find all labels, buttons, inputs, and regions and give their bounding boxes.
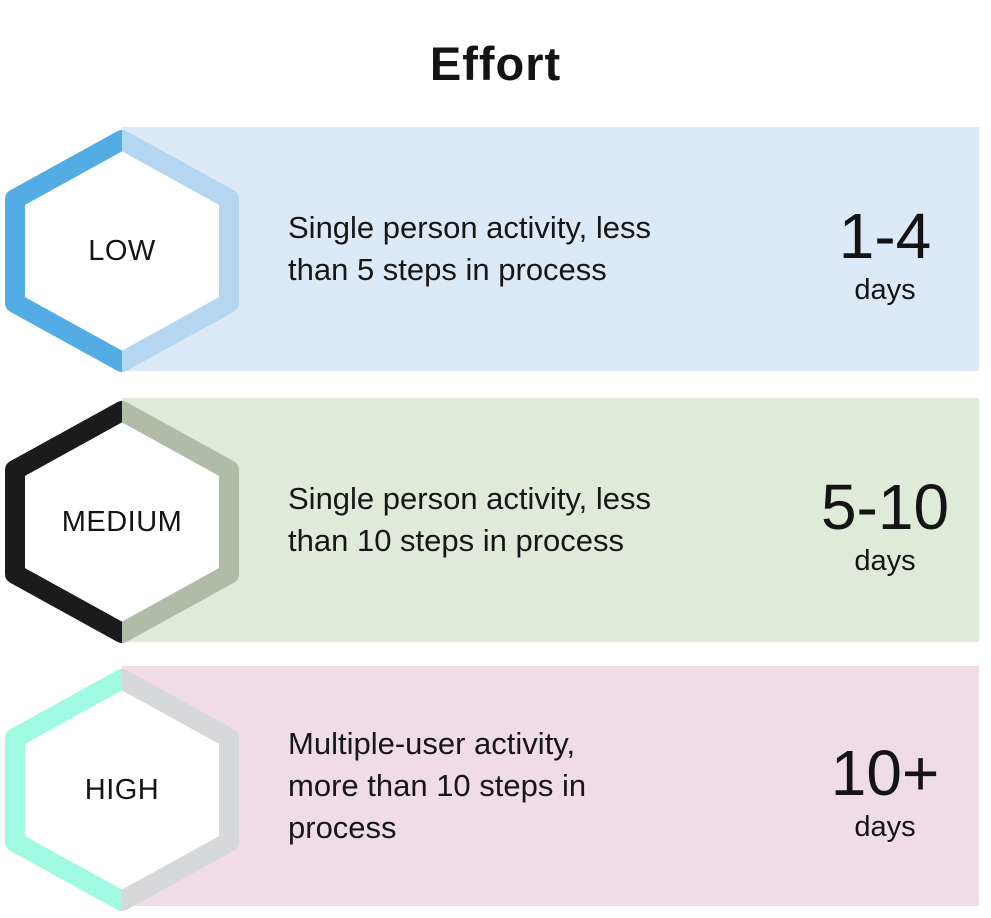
effort-row-high: HIGH Multiple-user activity, more than 1… (0, 666, 991, 911)
hexagon-badge-icon (5, 669, 239, 911)
hexagon-badge-icon (5, 130, 239, 372)
effort-row-low: LOW Single person activity, less than 5 … (0, 127, 991, 372)
hexagon-left-border (5, 130, 122, 372)
duration-value: 1-4 (838, 199, 932, 272)
hexagon-right-border (122, 130, 239, 372)
row-duration: 5-10 days (790, 398, 980, 642)
row-band (122, 398, 979, 642)
duration-unit: days (854, 810, 916, 843)
hexagon-badge-icon (5, 401, 239, 643)
duration-unit: days (854, 544, 916, 577)
row-description: Multiple-user activity, more than 10 ste… (288, 725, 587, 846)
row-description: Single person activity, less than 10 ste… (288, 480, 651, 558)
hexagon-right-border (122, 401, 239, 643)
level-label: HIGH (84, 773, 160, 806)
hexagon-left-border (5, 401, 122, 643)
hexagon-right-border (122, 669, 239, 911)
page-title: Effort (429, 37, 562, 90)
level-label: MEDIUM (61, 505, 183, 538)
row-duration: 1-4 days (790, 127, 980, 371)
row-band (122, 666, 979, 906)
duration-value: 10+ (830, 736, 940, 809)
row-duration: 10+ days (790, 666, 980, 906)
row-band (122, 127, 979, 371)
duration-unit: days (854, 273, 916, 306)
level-label: LOW (88, 234, 156, 267)
duration-value: 5-10 (820, 470, 950, 543)
hexagon-left-border (5, 669, 122, 911)
row-description: Single person activity, less than 5 step… (288, 209, 651, 287)
effort-row-medium: MEDIUM Single person activity, less than… (0, 398, 991, 643)
